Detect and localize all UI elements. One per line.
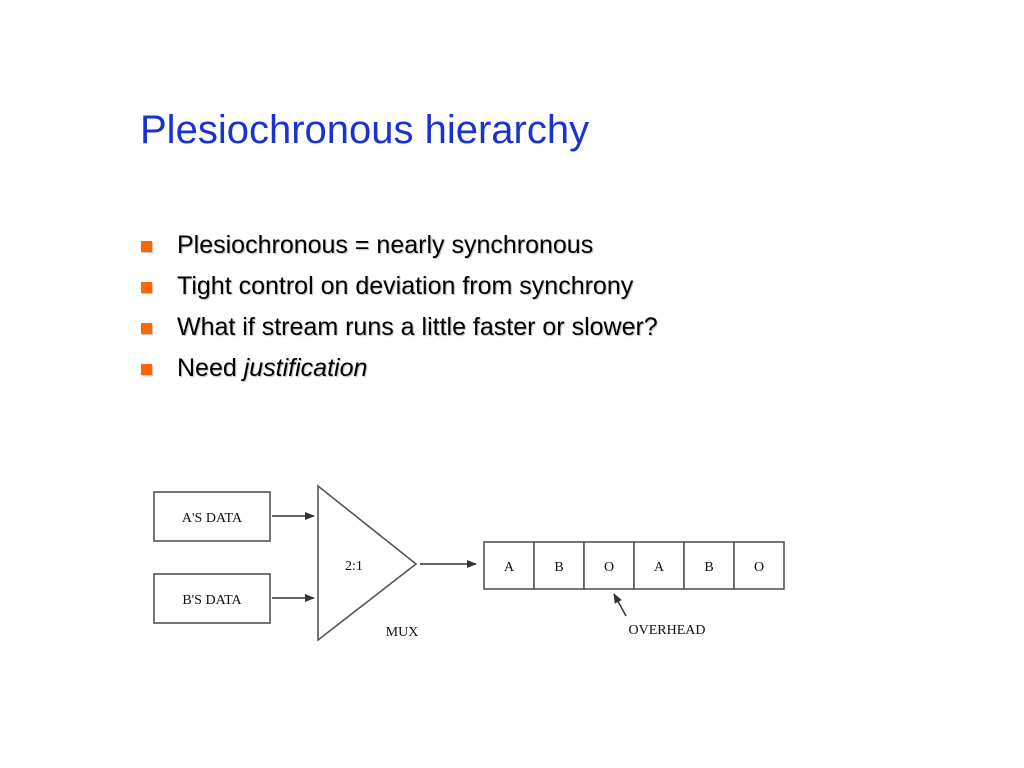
overhead-arrow: [613, 593, 627, 617]
mux-triangle: 2:1: [317, 484, 418, 642]
bullet-text: Plesiochronous = nearly synchronous: [177, 231, 594, 259]
bullet-square-icon: [141, 323, 152, 334]
input-b-label: B'S DATA: [182, 593, 242, 608]
mux-diagram: A'S DATA B'S DATA 2:1 MUX A B O A B: [153, 484, 785, 642]
bullet-item: Plesiochronous = nearly synchronous: [140, 228, 658, 269]
frame-cell: [583, 541, 635, 590]
bullet-text: Tight control on deviation from synchron…: [177, 272, 634, 300]
bullet-item: Need justification: [140, 351, 658, 392]
input-a-label: A'S DATA: [182, 511, 243, 526]
bullet-item: What if stream runs a little faster or s…: [140, 310, 658, 351]
slide-title: Plesiochronous hierarchy: [140, 108, 590, 152]
frame-cell: [483, 541, 535, 590]
frame-cell: [533, 541, 585, 590]
output-frame: A B O A B O: [483, 541, 785, 590]
bullet-item: Tight control on deviation from synchron…: [140, 269, 658, 310]
overhead-label: OVERHEAD: [629, 623, 706, 638]
bullet-square-icon: [141, 241, 152, 252]
bullet-emphasis-text: justification: [243, 354, 368, 382]
input-b-box: B'S DATA: [153, 573, 271, 624]
frame-cell-label: O: [754, 560, 764, 575]
frame-cell: [633, 541, 685, 590]
input-a-box: A'S DATA: [153, 491, 271, 542]
frame-cell-label: O: [604, 560, 614, 575]
frame-cell-label: B: [554, 560, 563, 575]
frame-cell: [733, 541, 785, 590]
mux-ratio-label: 2:1: [345, 559, 363, 574]
bullet-text: What if stream runs a little faster or s…: [177, 313, 658, 341]
bullet-text: Need: [177, 354, 244, 382]
frame-cell-label: B: [704, 560, 713, 575]
frame-cell-label: A: [504, 560, 515, 575]
bullet-square-icon: [141, 364, 152, 375]
mux-label: MUX: [386, 625, 419, 640]
bullet-square-icon: [141, 282, 152, 293]
bullet-list: Plesiochronous = nearly synchronous Tigh…: [140, 228, 658, 392]
frame-cell-label: A: [654, 560, 665, 575]
